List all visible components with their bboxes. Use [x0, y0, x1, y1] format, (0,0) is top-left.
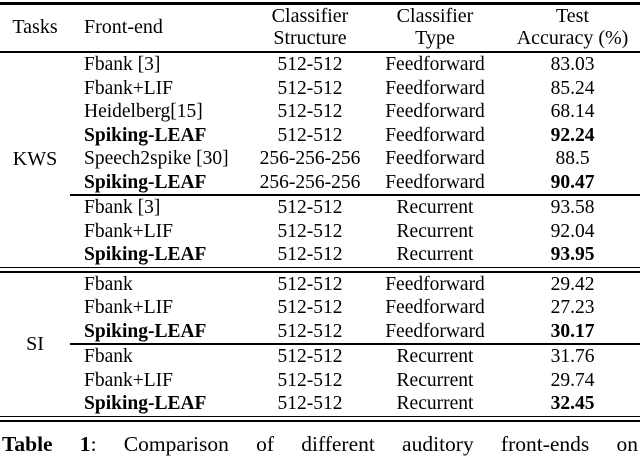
- cell-front-end: Fbank [3]: [84, 54, 161, 75]
- table-row: Speech2spike [30] 256-256-256 Feedforwar…: [0, 147, 640, 171]
- cell-front-end: Heidelberg[15]: [84, 101, 203, 122]
- cell-accuracy: 85.24: [550, 77, 595, 99]
- cell-accuracy: 83.03: [550, 54, 595, 75]
- cell-front-end: Fbank+LIF: [84, 220, 173, 242]
- cell-type: Feedforward: [385, 101, 485, 122]
- cell-type: Feedforward: [385, 77, 485, 99]
- cell-type: Feedforward: [385, 124, 485, 146]
- cell-front-end: Fbank: [84, 273, 133, 295]
- cell-type: Recurrent: [396, 220, 474, 242]
- caption-colon: :: [90, 431, 97, 456]
- cell-structure: 512-512: [277, 346, 343, 367]
- cell-front-end: Fbank+LIF: [84, 77, 173, 99]
- cell-accuracy: 92.04: [550, 220, 595, 242]
- table-row: Fbank 512-512 Recurrent 31.76: [0, 345, 640, 369]
- header-classifier-type: Classifier Type: [365, 6, 505, 49]
- cell-accuracy: 27.23: [550, 297, 595, 318]
- cell-structure: 512-512: [277, 320, 343, 342]
- kws-subsection-rule: [70, 194, 640, 196]
- cell-type: Recurrent: [396, 244, 474, 265]
- cell-type: Feedforward: [385, 148, 485, 169]
- cell-accuracy: 93.95: [550, 244, 595, 265]
- cell-accuracy: 30.17: [550, 320, 595, 342]
- cell-accuracy: 31.76: [550, 346, 595, 367]
- cell-structure: 512-512: [277, 244, 343, 265]
- section-separator-rule: [0, 266, 640, 273]
- cell-front-end: Spiking-LEAF: [84, 320, 207, 342]
- cell-structure: 512-512: [277, 77, 343, 99]
- cell-accuracy: 93.58: [550, 197, 595, 218]
- cell-structure: 512-512: [277, 101, 343, 122]
- cell-structure: 512-512: [277, 124, 343, 146]
- cell-accuracy: 90.47: [550, 171, 595, 193]
- table-row: Fbank+LIF 512-512 Feedforward 27.23: [0, 296, 640, 320]
- cell-accuracy: 68.14: [550, 101, 595, 122]
- table-row: Fbank+LIF 512-512 Recurrent 29.74: [0, 369, 640, 393]
- table-row: Spiking-LEAF 256-256-256 Feedforward 90.…: [0, 171, 640, 195]
- cell-accuracy: 92.24: [550, 124, 595, 146]
- table-row: Fbank 512-512 Feedforward 29.42: [0, 273, 640, 297]
- table-row: Spiking-LEAF 512-512 Feedforward 92.24: [0, 124, 640, 148]
- cell-type: Feedforward: [385, 273, 485, 295]
- header-front-end: Front-end: [84, 16, 163, 38]
- cell-front-end: Spiking-LEAF: [84, 393, 207, 414]
- header-test-accuracy-line1: Test: [555, 5, 590, 28]
- header-classifier-structure-line2: Structure: [273, 26, 347, 49]
- cell-front-end: Fbank [3]: [84, 197, 161, 218]
- cell-front-end: Fbank+LIF: [84, 369, 173, 391]
- cell-accuracy: 32.45: [550, 393, 595, 414]
- cell-front-end: Fbank+LIF: [84, 297, 173, 318]
- cell-front-end: Fbank: [84, 346, 133, 367]
- cell-structure: 512-512: [277, 297, 343, 318]
- cell-type: Feedforward: [385, 54, 485, 75]
- cell-type: Recurrent: [396, 197, 474, 218]
- header-test-accuracy: Test Accuracy (%): [505, 6, 640, 49]
- cell-front-end: Spiking-LEAF: [84, 124, 207, 146]
- table-row: Spiking-LEAF 512-512 Feedforward 30.17: [0, 320, 640, 344]
- cell-structure: 512-512: [277, 273, 343, 295]
- cell-type: Feedforward: [385, 171, 485, 193]
- section-kws: KWS Fbank [3] 512-512 Feedforward 83.03 …: [0, 53, 640, 267]
- table-bottom-rule: [0, 415, 640, 422]
- table-header-row: Tasks Front-end Classifier Structure Cla…: [0, 5, 640, 51]
- header-classifier-type-line1: Classifier: [396, 5, 474, 28]
- cell-structure: 512-512: [277, 220, 343, 242]
- table-row: Fbank+LIF 512-512 Feedforward 85.24: [0, 77, 640, 101]
- cell-accuracy: 88.5: [555, 148, 590, 169]
- cell-type: Recurrent: [396, 346, 474, 367]
- cell-accuracy: 29.74: [550, 369, 595, 391]
- table-row: Fbank+LIF 512-512 Recurrent 92.04: [0, 220, 640, 244]
- table-row: Spiking-LEAF 512-512 Recurrent 93.95: [0, 243, 640, 267]
- cell-front-end: Spiking-LEAF: [84, 171, 207, 193]
- header-classifier-type-line2: Type: [415, 26, 455, 49]
- cell-front-end: Spiking-LEAF: [84, 244, 207, 265]
- cell-type: Recurrent: [396, 393, 474, 414]
- table-row: Spiking-LEAF 512-512 Recurrent 32.45: [0, 392, 640, 416]
- header-classifier-structure-line1: Classifier: [271, 5, 349, 28]
- table-row: Heidelberg[15] 512-512 Feedforward 68.14: [0, 100, 640, 124]
- si-subsection-rule: [70, 343, 640, 345]
- section-si: SI Fbank 512-512 Feedforward 29.42 Fbank…: [0, 273, 640, 416]
- table-top-rule: [0, 2, 640, 5]
- header-test-accuracy-line2: Accuracy (%): [516, 26, 629, 49]
- table-caption: Table 1: Comparison of different auditor…: [0, 431, 640, 457]
- header-classifier-structure: Classifier Structure: [255, 6, 365, 49]
- task-label-si: SI: [26, 332, 44, 355]
- header-tasks: Tasks: [12, 16, 58, 38]
- task-label-kws: KWS: [12, 148, 58, 171]
- table-row: Fbank [3] 512-512 Feedforward 83.03: [0, 53, 640, 77]
- cell-structure: 512-512: [277, 369, 343, 391]
- cell-structure: 256-256-256: [259, 171, 361, 193]
- cell-structure: 512-512: [277, 54, 343, 75]
- cell-structure: 256-256-256: [259, 148, 361, 169]
- cell-type: Feedforward: [385, 320, 485, 342]
- table-header-rule: [0, 50, 640, 53]
- cell-type: Feedforward: [385, 297, 485, 318]
- cell-structure: 512-512: [277, 393, 343, 414]
- cell-accuracy: 29.42: [550, 273, 595, 295]
- cell-type: Recurrent: [396, 369, 474, 391]
- cell-structure: 512-512: [277, 197, 343, 218]
- table-row: Fbank [3] 512-512 Recurrent 93.58: [0, 196, 640, 220]
- cell-front-end: Speech2spike [30]: [84, 148, 229, 169]
